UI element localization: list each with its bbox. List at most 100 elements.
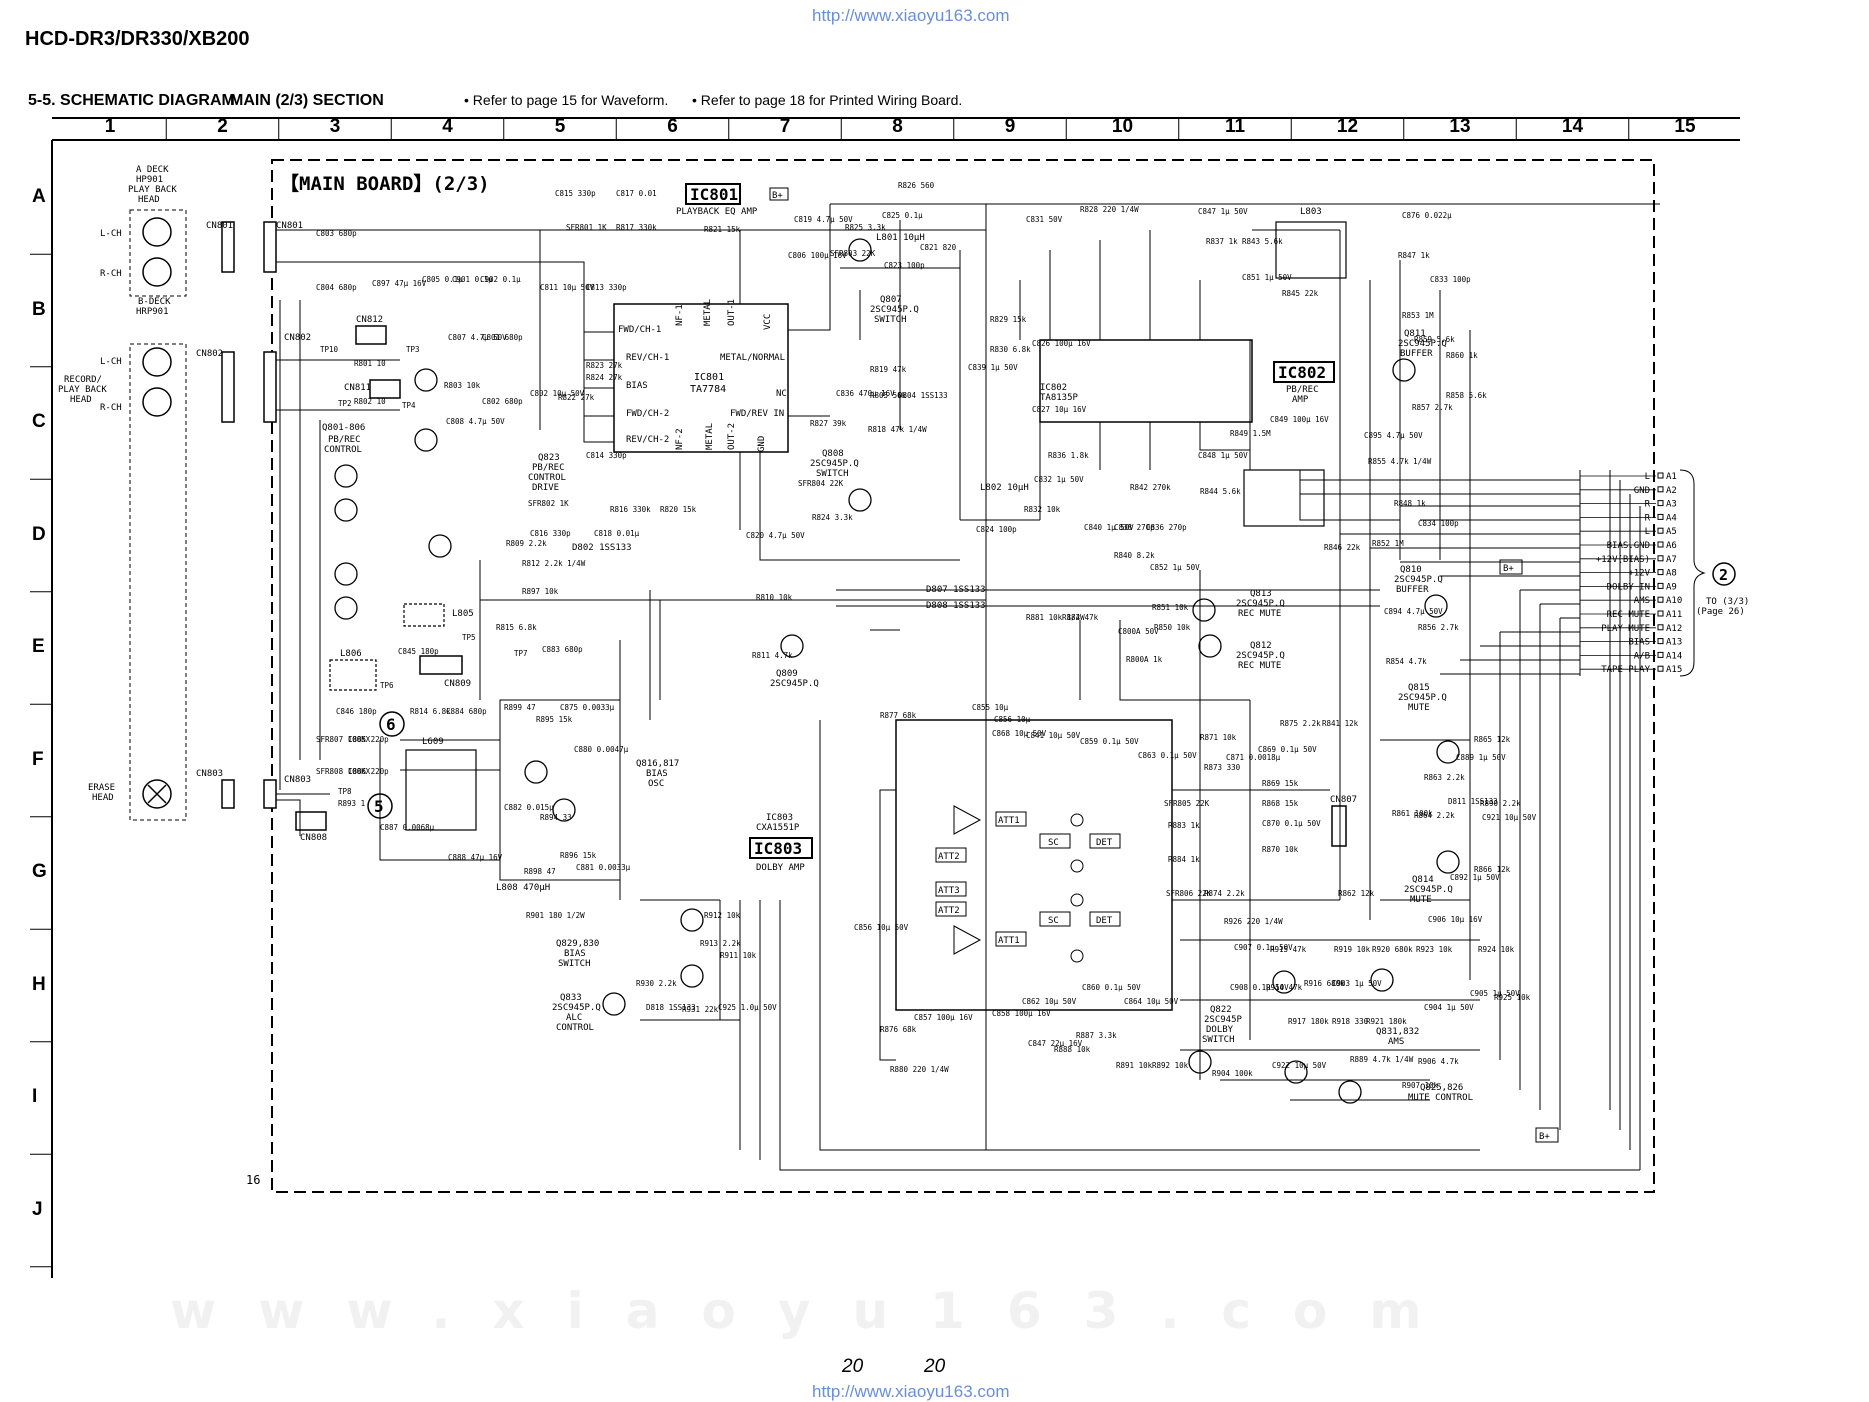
component-label: R915 47k [1270,945,1307,954]
svg-text:SC: SC [1048,838,1059,848]
ic803-part-no: CXA1551P [756,823,800,833]
component-label: C888 47μ 16V [448,853,503,862]
component-label: R828 220 1/4W [1080,205,1139,214]
svg-text:HP901: HP901 [136,175,163,185]
svg-text:OUT-1: OUT-1 [727,299,737,326]
component-label: R825 3.3k [845,223,886,232]
component-label: C925 1.0μ 50V [718,1003,777,1012]
component-label: C851 1μ 50V [1242,273,1292,282]
component-label: C862 10μ 50V [1022,997,1077,1006]
svg-text:Q801-806: Q801-806 [322,423,365,433]
main-board-outline [271,159,1655,1193]
component-label: R875 2.2k [1280,719,1321,728]
grid-column-13: 13 [1449,116,1471,137]
svg-text:Q823: Q823 [538,453,560,463]
component-label: R865 12k [1474,735,1511,744]
top-url[interactable]: http://www.xiaoyu163.com [812,6,1010,25]
page-number-left: 20 [842,1356,864,1377]
head-labels: A DECK HP901 PLAY BACK HEAD B-DECK HRP90… [58,165,177,803]
svg-text:2SC945P.Q: 2SC945P.Q [1404,885,1453,895]
svg-text:L805: L805 [452,609,474,619]
component-label: C883 680p [542,645,583,654]
component-label: R845 22k [1282,289,1319,298]
output-pin-terminal [1657,665,1664,672]
component-label: R863 2.2k [1424,773,1465,782]
component-label: R823 27k [586,361,623,370]
component-label: C905 1μ 50V [1470,989,1520,998]
svg-text:CN803: CN803 [196,769,223,779]
component-label: C907 0.1μ 50V [1234,943,1293,952]
svg-text:ATT1: ATT1 [998,816,1020,826]
component-label: R857 2.7k [1412,403,1453,412]
component-label: C858 100μ 16V [992,1009,1051,1018]
component-label: R891 10k [1116,1061,1153,1070]
component-label: C800A 50V [1118,627,1159,636]
svg-text:ALC: ALC [566,1013,582,1023]
output-pin-label: AMS [1634,596,1650,606]
component-label: R832 10k [1024,505,1061,514]
component-label: SFR803 22K [830,249,876,258]
component-label: R870 10k [1262,845,1299,854]
svg-text:Q831,832: Q831,832 [1376,1027,1419,1037]
component-label: C857 100μ 16V [914,1013,973,1022]
component-label: C836 470μ 16V [836,389,895,398]
output-pin-terminal [1657,555,1664,562]
bplus-label-1: B+ [772,191,783,201]
component-label: C903 1μ 50V [1332,979,1382,988]
svg-text:FWD/REV IN: FWD/REV IN [730,409,784,419]
output-pin-terminal [1657,472,1664,479]
component-label: R858 5.6k [1446,391,1487,400]
svg-text:L806: L806 [340,649,362,659]
connector-labels: CN801 CN801 CN802 CN802 CN803 CN803 CN81… [196,221,1357,843]
svg-text:AMS: AMS [1388,1037,1404,1047]
svg-text:L802 10μH: L802 10μH [980,483,1029,493]
component-label: R921 180k [1366,1017,1407,1026]
component-label: TP8 [338,787,352,796]
component-label: R847 1k [1398,251,1430,260]
component-label: R892 10k [1152,1061,1189,1070]
component-label: R898 47 [524,867,556,876]
component-label: R805 56k [870,391,907,400]
component-label: C823 100p [884,261,925,270]
component-label: R894 33 [540,813,572,822]
svg-text:MUTE CONTROL: MUTE CONTROL [1408,1093,1473,1103]
svg-text:BUFFER: BUFFER [1400,349,1433,359]
component-label: C864 10μ 50V [1124,997,1179,1006]
component-label: C902 0.1μ [480,275,521,284]
component-label: R824 3.3k [812,513,853,522]
ic801-part: IC801 [694,372,724,383]
component-label: C856 10μ 50V [854,923,909,932]
output-pin-label: +12V [1628,569,1650,579]
component-label: R817 330k [616,223,657,232]
svg-text:CN802: CN802 [196,349,223,359]
output-pin-label: L [1645,527,1650,537]
svg-text:L-CH: L-CH [100,357,122,367]
output-pin-terminal [1657,569,1664,576]
svg-text:CN812: CN812 [356,315,383,325]
svg-text:Q822: Q822 [1210,1005,1232,1015]
component-label: C826 100μ 16V [1032,339,1091,348]
component-label: R930 2.2k [636,979,677,988]
component-label: TP10 [320,345,339,354]
ic803-internal-blocks [935,805,1121,963]
component-label: C839 1μ 50V [968,363,1018,372]
component-label: R849 1.5M [1230,429,1271,438]
component-label: C827 10μ 16V [1032,405,1087,414]
component-label: R850 10k [1154,623,1191,632]
component-label: C801 680p [482,333,523,342]
component-label: R931 22k [682,1005,719,1014]
svg-text:L609: L609 [422,737,444,747]
svg-text:Q812: Q812 [1250,641,1272,651]
ic802-body [1039,339,1253,423]
component-label: C846 180p [336,707,377,716]
svg-text:PLAY BACK: PLAY BACK [128,185,177,195]
svg-text:REV/CH-1: REV/CH-1 [626,353,669,363]
svg-text:2SC945P.Q: 2SC945P.Q [1398,693,1447,703]
component-label: R871 10k [1200,733,1237,742]
component-label: C869 0.1μ 50V [1258,745,1317,754]
grid-row-D: D [32,523,46,545]
component-label: C859 0.1μ 50V [1080,737,1139,746]
bottom-url[interactable]: http://www.xiaoyu163.com [812,1382,1010,1401]
ic801-desc: PLAYBACK EQ AMP [676,207,758,217]
component-label: C868 10μ 50V [992,729,1047,738]
